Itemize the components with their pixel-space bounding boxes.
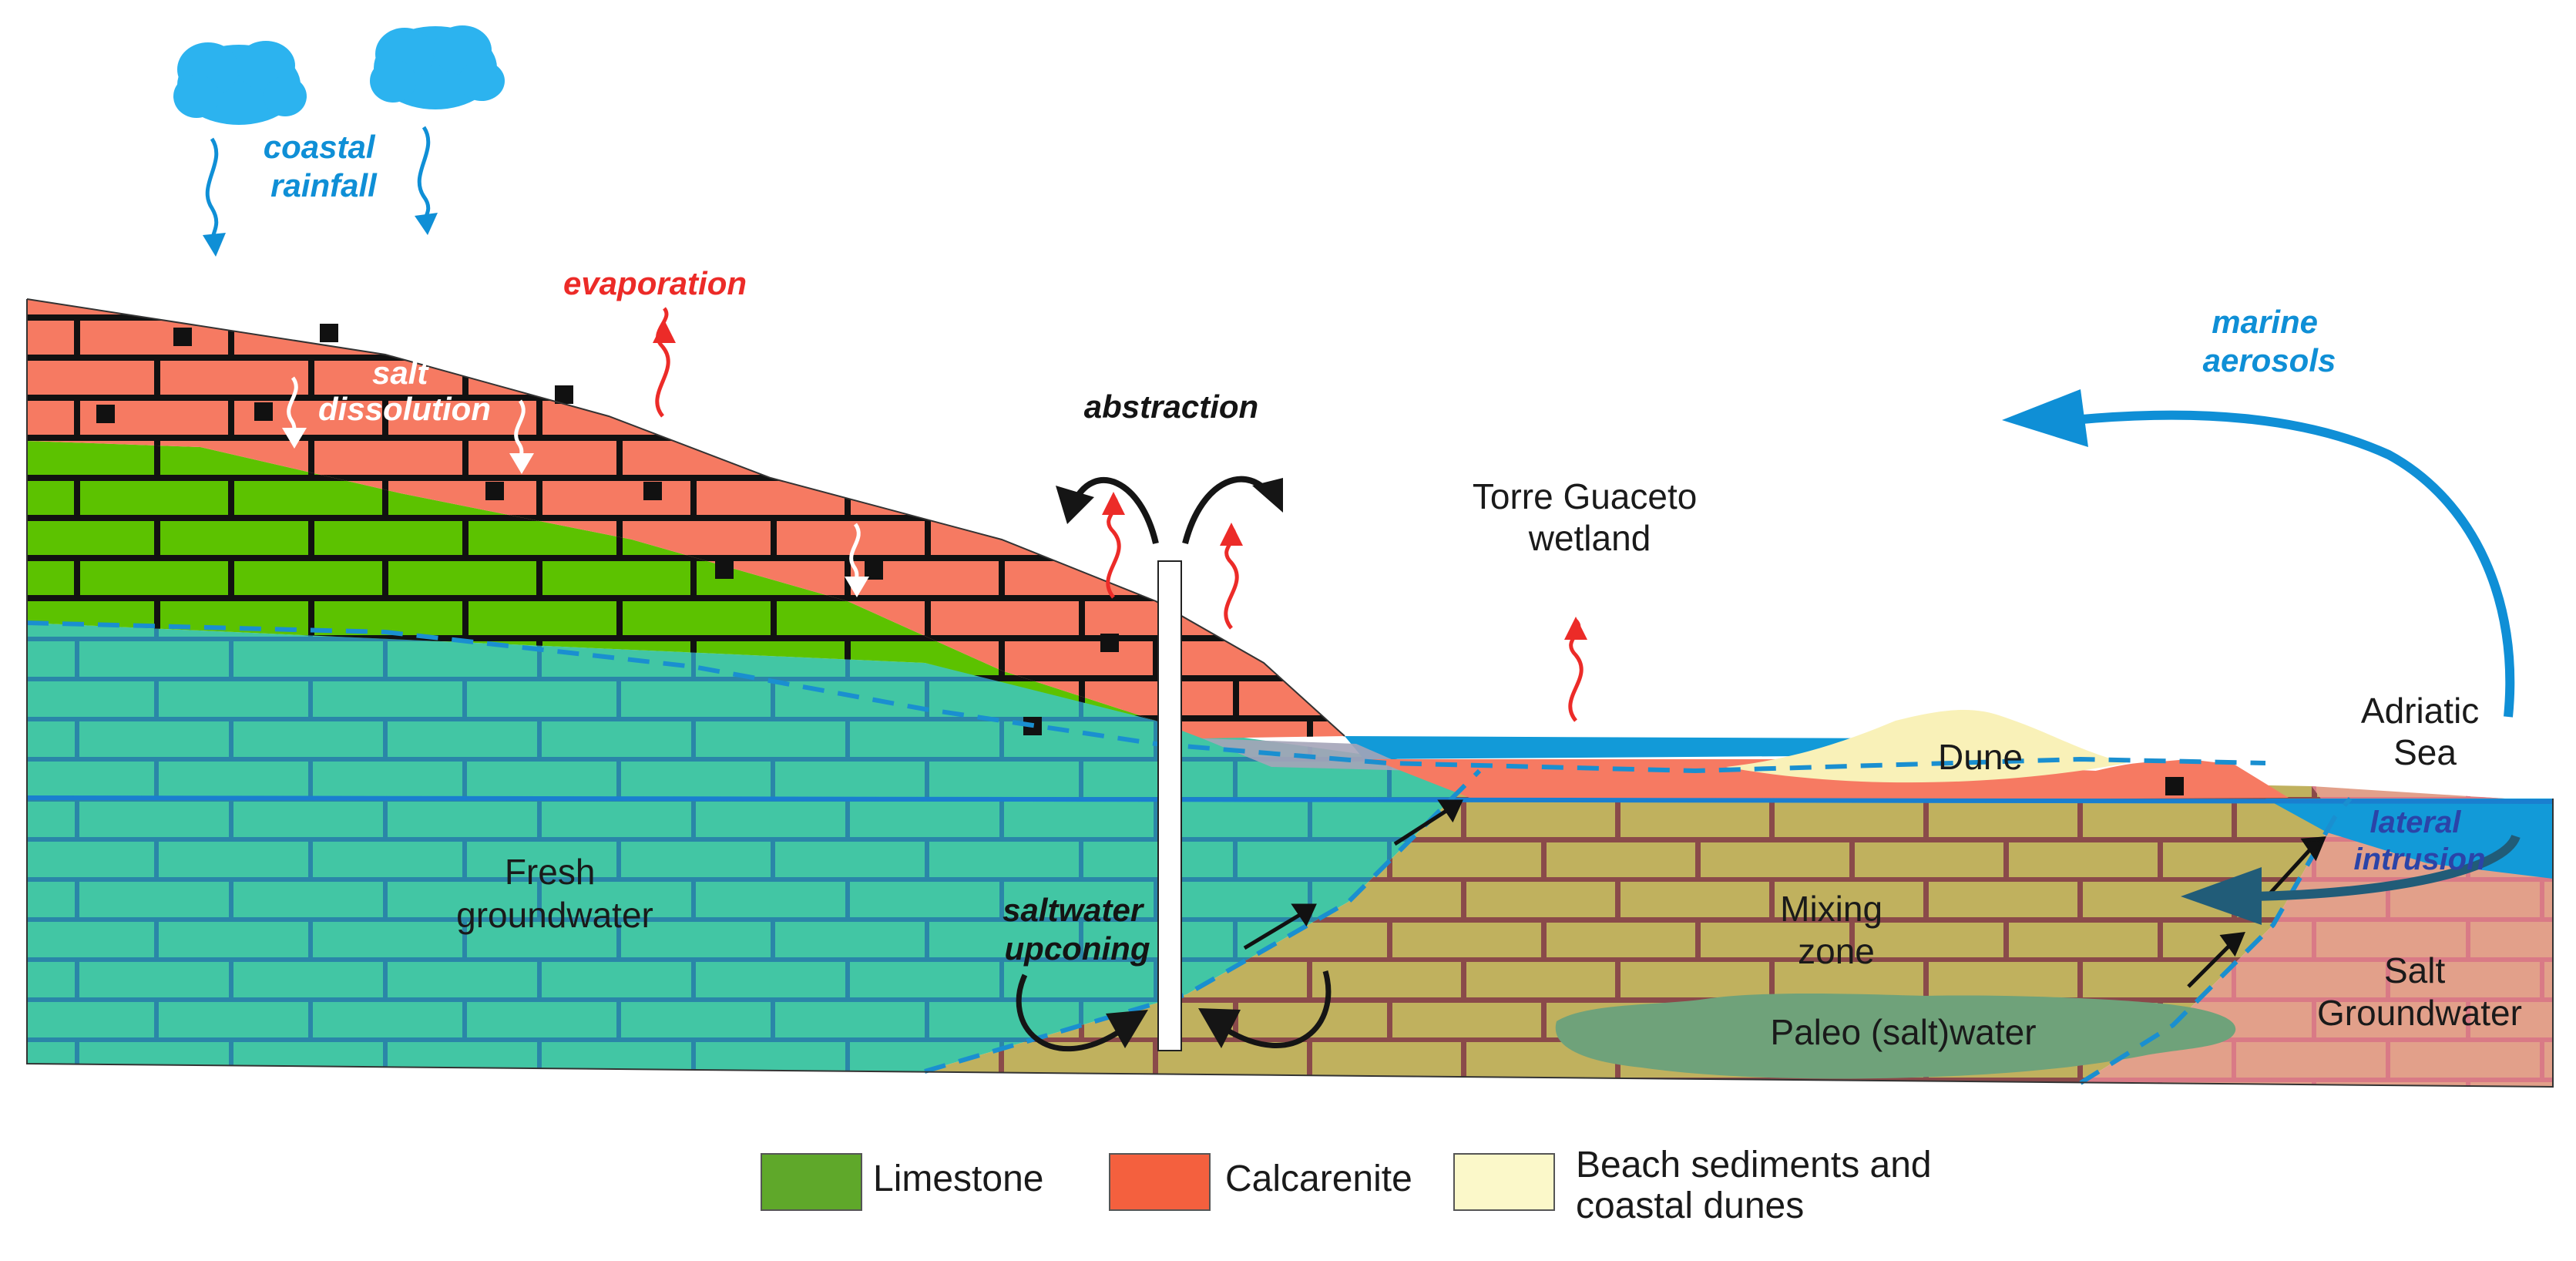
calcarenite-square-mark bbox=[555, 385, 573, 404]
wetland-label: Torre Guaceto wetland bbox=[1473, 476, 1707, 558]
legend-item-beach-sediments: Beach sediments and coastal dunes bbox=[1453, 1145, 1942, 1226]
legend-item-limestone: Limestone bbox=[761, 1153, 1043, 1211]
interface-flow-arrows bbox=[1243, 799, 2326, 988]
evaporation-arrow-wetland-icon bbox=[1564, 617, 1587, 722]
fresh-groundwater-label: Fresh groundwater bbox=[456, 852, 653, 935]
fresh-groundwater-bricks bbox=[27, 623, 1479, 1071]
abstraction-arrowheads bbox=[1056, 478, 1283, 524]
calcarenite-square-mark bbox=[96, 405, 115, 423]
calcarenite-square-mark bbox=[485, 482, 504, 500]
abstraction-well bbox=[1157, 560, 1182, 1051]
rain-arrow-right-icon bbox=[415, 126, 438, 235]
salt-dissolution-arrowheads bbox=[282, 428, 869, 597]
paleo-water-body bbox=[1555, 993, 2236, 1079]
legend-swatch-beach-sediments bbox=[1453, 1153, 1555, 1211]
calcarenite-square-mark bbox=[643, 482, 662, 500]
salt-dissolution-label: salt dissolution bbox=[318, 355, 491, 427]
calcarenite-square-mark bbox=[1100, 634, 1119, 652]
dune-label: Dune bbox=[1938, 737, 2023, 777]
cloud-right-icon bbox=[370, 25, 505, 109]
evaporation-arrow-well-right-icon bbox=[1220, 523, 1243, 630]
salt-interface bbox=[2079, 797, 2353, 1085]
evaporation-label: evaporation bbox=[563, 265, 747, 301]
legend-swatch-limestone bbox=[761, 1153, 862, 1211]
adriatic-sea-label: Adriatic Sea bbox=[2361, 691, 2489, 772]
paleo-water-label: Paleo (salt)water bbox=[1770, 1012, 2036, 1052]
lateral-intrusion-label: lateral intrusion bbox=[2353, 805, 2485, 876]
legend-swatch-calcarenite bbox=[1109, 1153, 1211, 1211]
calcarenite-square-mark bbox=[254, 402, 273, 421]
evaporation-arrow-icon bbox=[653, 307, 676, 418]
evaporation-arrow-well-left-icon bbox=[1102, 492, 1125, 599]
fresh-groundwater-zone bbox=[27, 623, 1479, 1071]
legend-label-calcarenite: Calcarenite bbox=[1225, 1158, 1412, 1199]
upconing-arrows bbox=[1016, 970, 1332, 1051]
legend: Limestone Calcarenite Beach sediments an… bbox=[761, 1145, 1942, 1226]
calcarenite-upland-layer bbox=[27, 299, 2184, 795]
calcarenite-square-mark bbox=[715, 560, 734, 579]
legend-label-limestone: Limestone bbox=[873, 1158, 1043, 1199]
upconing-arrowheads bbox=[1106, 1008, 1241, 1048]
marine-aerosols-label: marine aerosols bbox=[2203, 304, 2336, 378]
mixing-zone-interface bbox=[924, 768, 1482, 1074]
limestone-bricks bbox=[27, 441, 1156, 721]
calcarenite-upland-bricks bbox=[27, 299, 1345, 738]
saltwater-upconing-label: saltwater upconing bbox=[1003, 892, 1152, 967]
legend-label-beach-sediments: Beach sediments and coastal dunes bbox=[1576, 1145, 1942, 1226]
dune-body bbox=[1726, 709, 2127, 783]
cloud-left-icon bbox=[173, 41, 307, 125]
calcarenite-square-mark bbox=[173, 328, 192, 346]
marine-aerosols-arrow bbox=[2002, 389, 2515, 718]
rain-arrow-left-icon bbox=[203, 137, 226, 257]
wetland-water bbox=[1345, 736, 1903, 759]
abstraction-label: abstraction bbox=[1084, 388, 1258, 425]
section-outline bbox=[26, 298, 2554, 1088]
calcarenite-square-mark bbox=[320, 324, 338, 342]
legend-item-calcarenite: Calcarenite bbox=[1109, 1153, 1412, 1211]
calcarenite-hill bbox=[2096, 762, 2235, 778]
salt-groundwater-label: Salt Groundwater bbox=[2317, 950, 2522, 1033]
water-table-line bbox=[26, 795, 2554, 804]
mixing-zone-label: Mixing zone bbox=[1780, 889, 1893, 971]
limestone-layer bbox=[27, 441, 1156, 721]
calcarenite-square-mark bbox=[2165, 777, 2184, 795]
lateral-intrusion-arrow bbox=[2181, 834, 2521, 925]
fresh-salt-interface-upper bbox=[26, 620, 2266, 774]
coastal-rainfall-label: coastal rainfall bbox=[264, 129, 384, 203]
